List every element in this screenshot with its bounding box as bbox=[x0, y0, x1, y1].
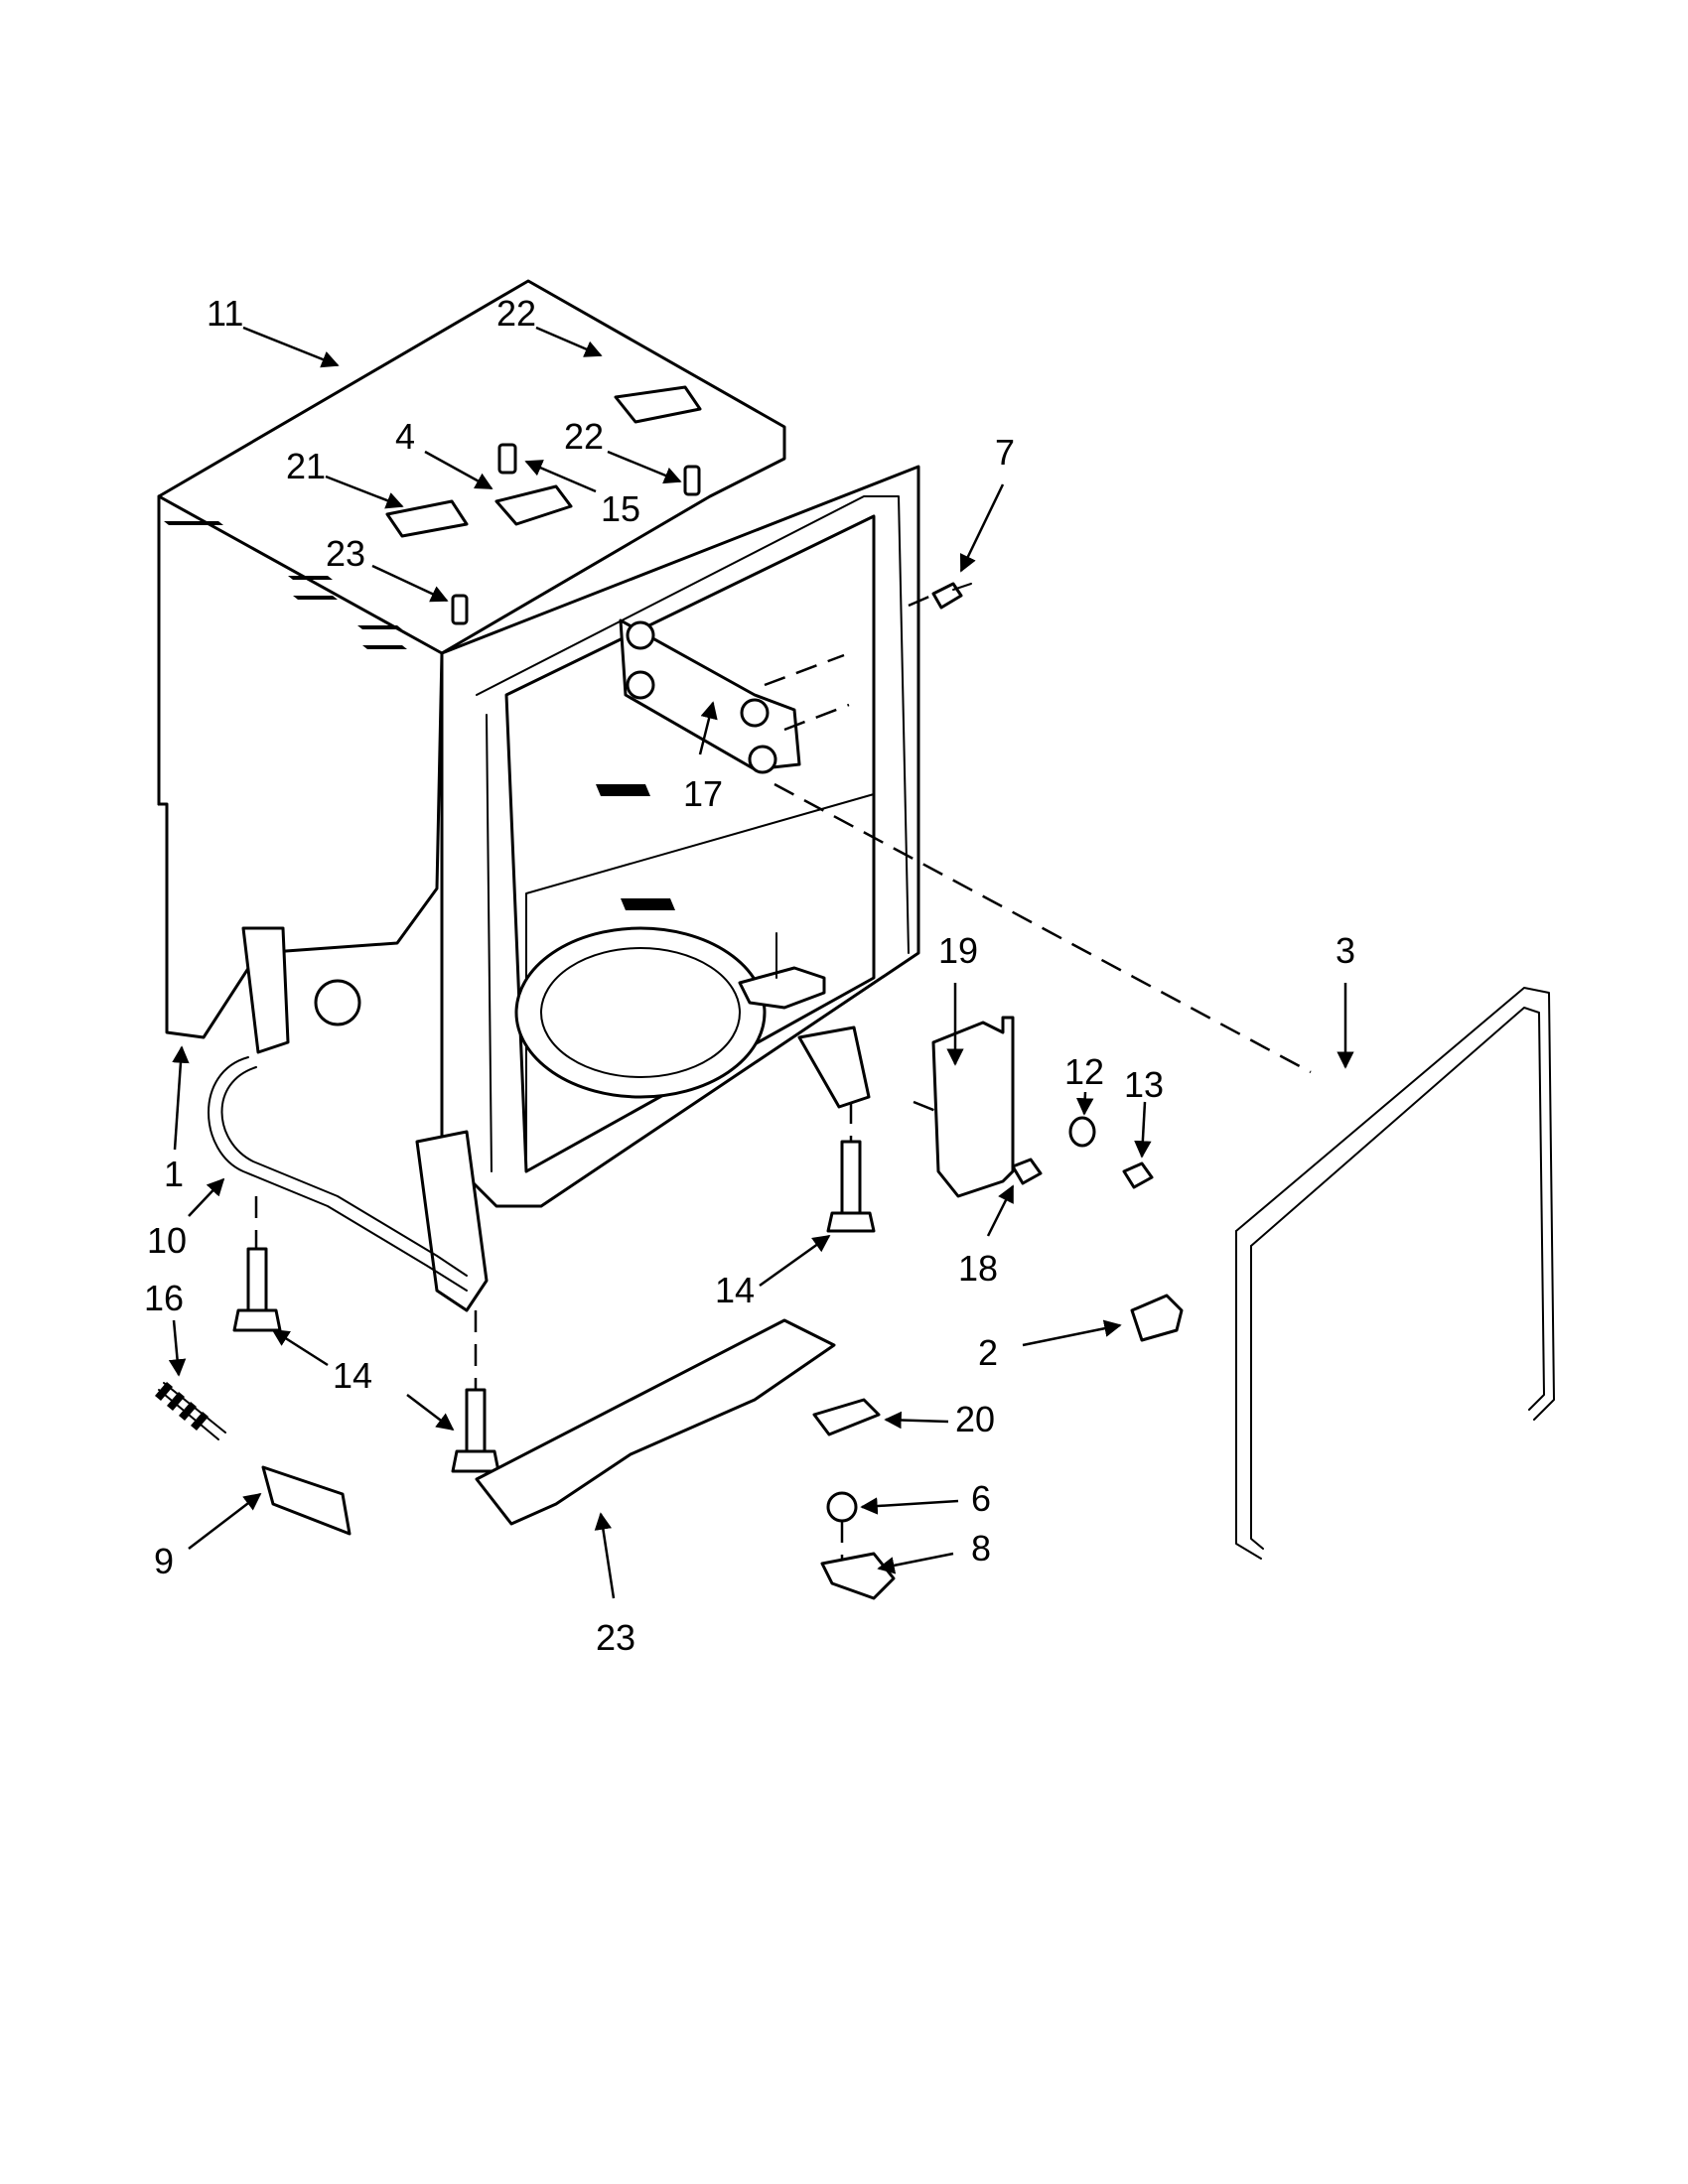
callout-4: 4 bbox=[395, 416, 415, 457]
leader-17 bbox=[698, 701, 718, 755]
leader-7 bbox=[959, 483, 1005, 573]
leader-2 bbox=[1022, 1319, 1122, 1347]
callout-16: 16 bbox=[144, 1278, 184, 1318]
callout-8: 8 bbox=[971, 1528, 991, 1569]
callout-11: 11 bbox=[207, 293, 243, 334]
callout-7: 7 bbox=[995, 432, 1015, 473]
leader-14a bbox=[759, 1234, 831, 1288]
callout-14-right: 14 bbox=[715, 1270, 755, 1310]
leader-21b bbox=[325, 475, 404, 509]
leader-15 bbox=[524, 460, 597, 493]
callout-3: 3 bbox=[1336, 930, 1355, 971]
callout-12: 12 bbox=[1064, 1051, 1104, 1092]
leader-21a bbox=[535, 326, 603, 357]
callout-18: 18 bbox=[958, 1248, 998, 1289]
callout-2: 2 bbox=[978, 1332, 998, 1373]
callout-20: 20 bbox=[955, 1399, 995, 1439]
leader-20 bbox=[884, 1411, 949, 1430]
leader-6 bbox=[860, 1497, 959, 1515]
dashline-bracket-19 bbox=[913, 1100, 939, 1114]
leader-14b-right bbox=[406, 1394, 455, 1432]
leader-14b-left bbox=[271, 1328, 329, 1367]
callout-21-top: 22 bbox=[496, 293, 536, 334]
bracket-19 bbox=[931, 1016, 1015, 1198]
leveling-leg-left-rear bbox=[451, 1388, 500, 1473]
leader-13 bbox=[1134, 1101, 1152, 1159]
leader-12 bbox=[1075, 1091, 1094, 1116]
leader-4 bbox=[424, 450, 493, 490]
dashline-screw-7 bbox=[908, 594, 932, 608]
leveling-leg-left-front bbox=[232, 1247, 282, 1332]
screw-7 bbox=[931, 582, 972, 610]
leader-22a bbox=[607, 450, 682, 484]
leader-11 bbox=[242, 326, 340, 368]
callout-15: 15 bbox=[601, 488, 640, 529]
screw-13 bbox=[1122, 1161, 1154, 1189]
base-plate-23 bbox=[475, 1318, 836, 1526]
callout-23: 23 bbox=[596, 1617, 635, 1658]
callout-13: 13 bbox=[1124, 1064, 1164, 1105]
callout-labels: 11 22 4 22 15 7 21 23 17 19 3 12 13 1 10… bbox=[144, 293, 1355, 1658]
callout-19: 19 bbox=[938, 930, 978, 971]
dashline-bracket-17 bbox=[764, 653, 845, 687]
washer-12 bbox=[1068, 1116, 1096, 1148]
dashline-gasket bbox=[774, 782, 1312, 1074]
clip-2 bbox=[1130, 1294, 1184, 1342]
leader-22b bbox=[371, 564, 449, 603]
callout-14-left: 14 bbox=[333, 1355, 372, 1396]
callout-6: 6 bbox=[971, 1478, 991, 1519]
callout-1: 1 bbox=[164, 1154, 184, 1194]
callout-22-top: 22 bbox=[564, 416, 604, 457]
leader-8 bbox=[877, 1552, 954, 1574]
leveling-leg-right bbox=[826, 1140, 876, 1233]
leader-9 bbox=[188, 1492, 262, 1550]
dashline-bracket-17b bbox=[783, 703, 850, 732]
callout-22-left: 23 bbox=[326, 533, 365, 574]
leader-23 bbox=[594, 1512, 616, 1599]
tub-assembly bbox=[157, 279, 920, 1312]
leader-1 bbox=[172, 1045, 190, 1151]
sensor-6 bbox=[826, 1491, 858, 1523]
bracket-8 bbox=[820, 1552, 896, 1600]
leader-18 bbox=[986, 1184, 1015, 1237]
callout-10: 10 bbox=[147, 1220, 187, 1261]
leader-16 bbox=[168, 1319, 187, 1377]
screw-18 bbox=[1011, 1158, 1043, 1185]
spring-16 bbox=[155, 1382, 226, 1440]
callout-17: 17 bbox=[683, 773, 723, 814]
door-gasket-3 bbox=[1235, 987, 1555, 1560]
pad-20 bbox=[812, 1398, 881, 1436]
callout-21-left: 21 bbox=[286, 446, 326, 486]
leader-10 bbox=[188, 1177, 225, 1217]
callout-9: 9 bbox=[154, 1541, 174, 1581]
pad-9 bbox=[261, 1465, 352, 1536]
